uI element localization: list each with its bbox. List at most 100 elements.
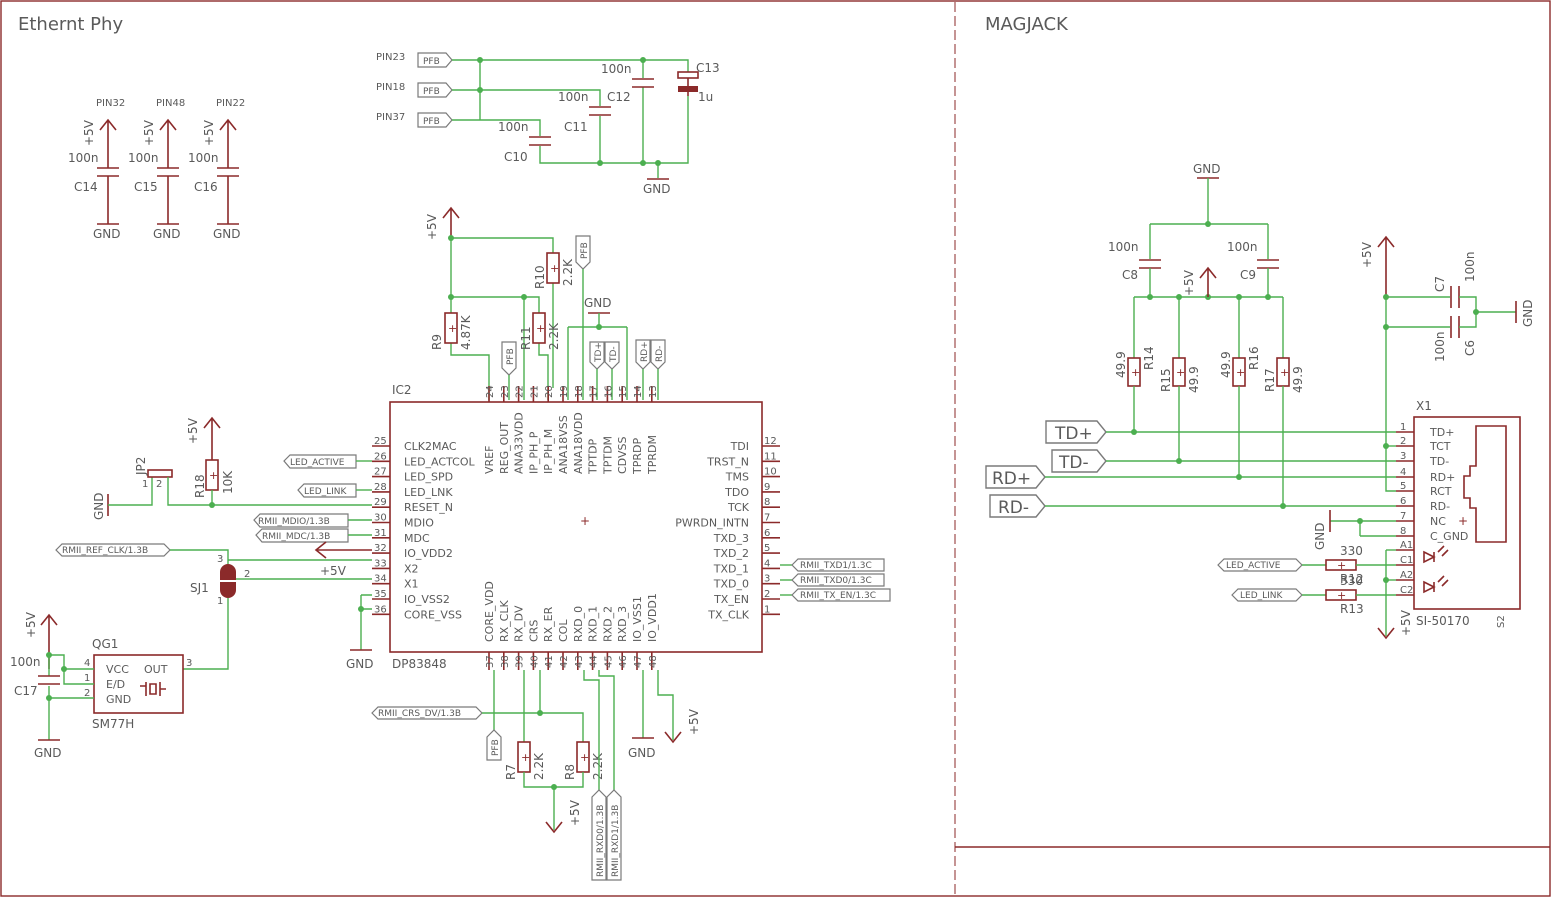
sj1-ref: SJ1	[190, 581, 209, 595]
ic2-pin-name: TXD_0	[713, 578, 749, 591]
svg-text:+: +	[1337, 589, 1346, 602]
cap-ref: C10	[504, 150, 528, 164]
qg1-oscillator: QG1 SM77H VCC E/D GND OUT 4 1 2 3 +5V 10…	[10, 611, 192, 760]
osc-pin-num: 3	[186, 658, 192, 669]
ic2-pin-number: 47	[633, 655, 644, 668]
ic2-pin-number: 6	[764, 528, 770, 539]
gnd-label: GND	[643, 182, 671, 196]
res-value: 49.9	[1114, 351, 1128, 378]
decoupling-caps: PIN32 +5V 100n C14 GND PIN48 +5V 100n C1…	[68, 98, 245, 241]
right-sheet-title: MAGJACK	[985, 14, 1069, 35]
svg-text:+: +	[1280, 366, 1289, 379]
ic2-pin-number: 1	[764, 604, 770, 615]
rmii-ref-clk-flag: RMII_REF_CLK/1.3B	[62, 546, 148, 556]
rmii-crs-dv-flag: RMII_CRS_DV/1.3B	[378, 709, 461, 719]
jp2-reset-network: GND 1 2 JP2 +5V + R18 10K	[92, 416, 372, 520]
ic2-pin-number: 4	[764, 558, 770, 569]
ic2-pin-number: 20	[544, 385, 555, 398]
jp2-pin: 2	[156, 479, 162, 490]
svg-text:+: +	[1236, 366, 1245, 379]
magjack-extra: S2	[1496, 615, 1507, 628]
ic2-pin-number: 5	[764, 543, 770, 554]
led-link-flag: LED_LINK	[1240, 591, 1284, 601]
ic2-pin-number: 46	[618, 655, 629, 668]
magjack-pin-number: 1	[1400, 422, 1406, 433]
svg-text:+: +	[448, 322, 457, 335]
ic2-pin-name: IO_VSS1	[631, 596, 644, 642]
gnd-label: GND	[1521, 299, 1535, 327]
ic2-pin-number: 37	[485, 655, 496, 668]
cap-value: 100n	[1433, 331, 1447, 362]
magjack-pin-number: 8	[1400, 526, 1406, 537]
ic2-pin-name: ANA33VDD	[513, 412, 526, 474]
magjack-pin-name: RD+	[1430, 471, 1455, 484]
rd-minus-flag: RD-	[998, 498, 1029, 518]
ic2-pin-number: 22	[515, 385, 526, 398]
ic2-pin-name: TCK	[727, 501, 750, 514]
magjack-pin-name: RD-	[1430, 500, 1450, 513]
led-link-flag: LED_LINK	[304, 487, 348, 497]
magjack-pin-number: A2	[1400, 570, 1413, 581]
res-value: 330	[1340, 544, 1363, 558]
pfb-flag: PFB	[423, 87, 440, 97]
power-label: +5V	[425, 213, 439, 240]
cap-ref: C8	[1122, 268, 1138, 282]
gnd-label: GND	[1193, 162, 1221, 176]
magjack-part: SI-50170	[1416, 614, 1470, 628]
capacitor-c14: PIN32 +5V 100n C14 GND	[68, 98, 125, 241]
td-minus-flag: TD-	[1058, 453, 1089, 473]
gnd-label: GND	[92, 492, 106, 520]
led-active-flag: LED_ACTIVE	[290, 458, 345, 468]
res-value: 2.2K	[547, 322, 561, 350]
cap-ref: C12	[607, 90, 631, 104]
rmii-mdio-flag: RMII_MDIO/1.3B	[258, 517, 330, 527]
ic2-pin-number: 2	[764, 589, 770, 600]
cap-ref: C7	[1433, 276, 1447, 292]
td-plus-flag: TD+	[1054, 424, 1093, 444]
svg-text:+: +	[1458, 514, 1468, 528]
res-value: 2.2K	[591, 752, 605, 780]
ic2-pin-name: RXD_2	[601, 606, 614, 642]
res-ref: R9	[430, 334, 444, 350]
ic2-pin-number: 42	[559, 655, 570, 668]
ic2-bottom-pins: 37CORE_VDD38RX_CLK39RX_DV40CRS41RX_ER42C…	[483, 581, 659, 670]
gnd-label: GND	[584, 296, 612, 310]
osc-pin-num: 4	[84, 658, 90, 669]
ic2-pin-name: TMS	[725, 471, 749, 484]
magjack-pin-number: 2	[1400, 436, 1406, 447]
cap-ref: C9	[1240, 268, 1256, 282]
ic2-pin-name: RXD_3	[616, 606, 629, 642]
ic2-pin-number: 39	[515, 655, 526, 668]
osc-part: SM77H	[92, 717, 134, 731]
res-ref: R15	[1159, 368, 1173, 392]
sj1-pin: 3	[217, 554, 223, 565]
osc-pin-name: E/D	[106, 678, 125, 691]
td-minus-flag: TD-	[609, 346, 619, 363]
ic2-pin-name: TX_EN	[713, 593, 749, 606]
ic2-pin-name: MDC	[404, 532, 430, 545]
sj1-network: RMII_REF_CLK/1.3B 3 2 1 SJ1	[55, 543, 250, 670]
ic2-pin-number: 38	[500, 655, 511, 668]
ic2-pin-number: 9	[764, 482, 770, 493]
ic2-pin-name: CDVSS	[616, 437, 629, 474]
rmii-mdc-flag: RMII_MDC/1.3B	[262, 532, 330, 542]
osc-pin-name: OUT	[144, 663, 168, 676]
ic2-pin-name: PWRDN_INTN	[675, 517, 749, 530]
svg-text:+: +	[521, 751, 530, 764]
res-value: 49.9	[1219, 351, 1233, 378]
ic2-pin-name: LED_LNK	[404, 486, 453, 499]
ic2-pin-number: 30	[374, 513, 387, 524]
cap-value: 100n	[188, 151, 219, 165]
ic2-pin-number: 41	[544, 655, 555, 668]
ic2-pin-number: 33	[374, 558, 387, 569]
ic2-pin-number: 8	[764, 497, 770, 508]
ic2-pin-name: X1	[404, 578, 419, 591]
svg-text:+: +	[1131, 366, 1140, 379]
ic2-pin-number: 48	[648, 655, 659, 668]
rmii-txd1-flag: RMII_TXD1/1.3C	[800, 561, 872, 571]
ic2-bottom-nets: RMII_CRS_DV/1.3B PFB + R7 2.2K + R8 2.2K…	[371, 670, 701, 881]
capacitor-c15: PIN48 +5V 100n C15 GND	[128, 98, 185, 241]
cap-value: 100n	[1463, 251, 1477, 282]
